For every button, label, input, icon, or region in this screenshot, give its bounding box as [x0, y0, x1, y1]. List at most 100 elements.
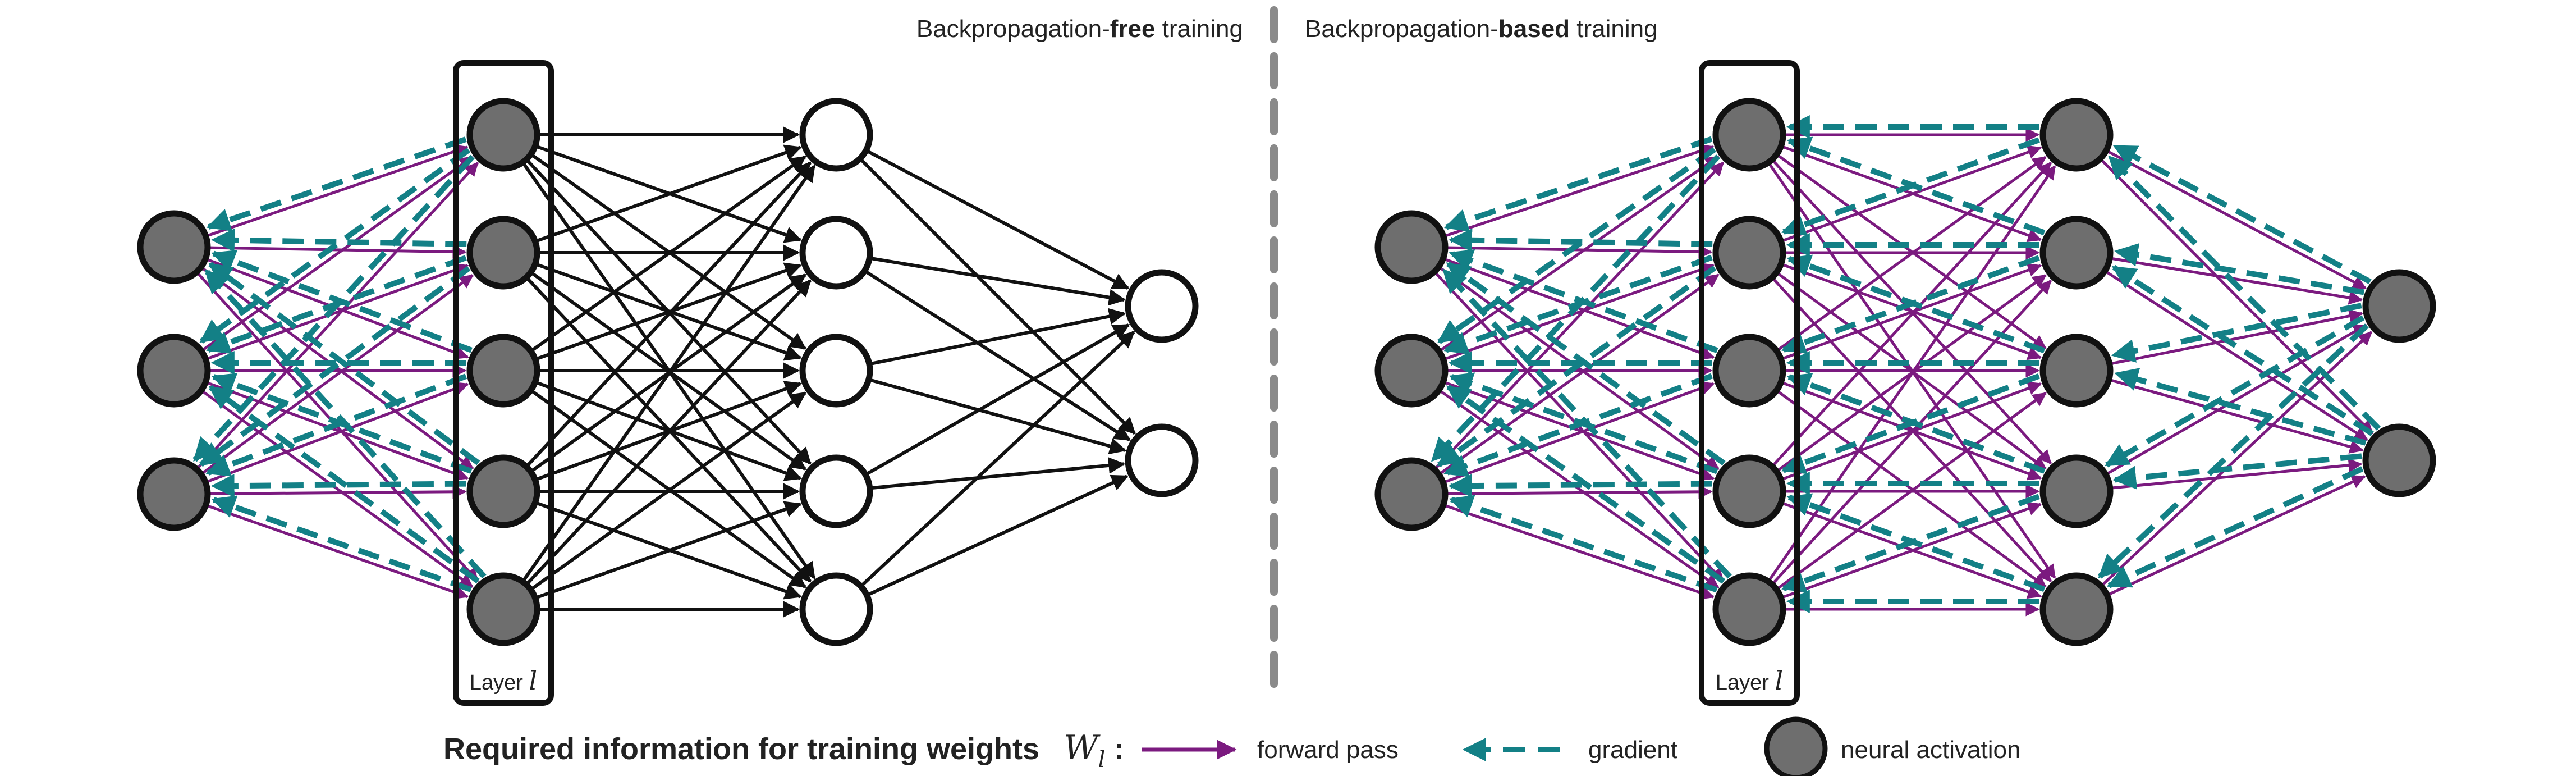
left-edge-2-3-0	[865, 323, 1130, 476]
left-gradient-0-3-0	[208, 262, 480, 465]
left-edge-1-1-0	[535, 144, 802, 243]
left-edge-2-3-1	[870, 457, 1126, 490]
right-edge-0-0-1	[1446, 244, 1713, 259]
left-node-0-0	[137, 210, 211, 284]
left-gradient-0-4-2	[211, 495, 472, 592]
legend-colon: :	[1114, 732, 1124, 766]
right-edge-1-4-3	[1781, 501, 2042, 599]
right-edge-2-0-0	[2106, 149, 2367, 290]
left-title: Backpropagation-free training	[916, 15, 1243, 43]
left-edge-1-2-0	[530, 155, 806, 352]
right-edge-1-3-0	[1772, 162, 2052, 467]
right-edge-1-1-0	[1781, 145, 2042, 243]
left-edge-1-2-1	[535, 262, 802, 361]
left-edge-0-2-3	[208, 485, 467, 499]
legend-required-text: Required information for training weight…	[443, 732, 1039, 766]
left-node-0-1	[137, 334, 211, 408]
left-edge-2-4-1	[867, 474, 1129, 596]
right-edge-2-2-1	[2110, 378, 2364, 454]
right-node-1-3	[1712, 454, 1786, 528]
left-gradient-0-0-1	[199, 147, 471, 344]
right-node-2-0	[2039, 98, 2114, 172]
right-edge-1-4-2	[1776, 392, 2047, 590]
right-nodes	[1374, 98, 2436, 646]
right-edge-0-0-0	[1444, 144, 1715, 238]
right-node-2-2	[2039, 334, 2114, 408]
left-network	[137, 98, 1199, 646]
right-gradient-0-1-2	[1437, 265, 1717, 467]
right-gradient-2-1-2	[2114, 368, 2367, 446]
right-edge-0-1-0	[1439, 155, 1720, 352]
left-gradient-edges	[192, 136, 487, 592]
right-edge-0-2-2	[1443, 381, 1715, 484]
right-gradient-0-0-2	[1431, 154, 1721, 462]
right-gradient-2-1-1	[2111, 264, 2374, 436]
right-edge-2-4-1	[2107, 475, 2366, 596]
left-node-3-0	[1125, 269, 1199, 343]
right-gradient-0-4-2	[1449, 495, 1718, 593]
left-node-1-2	[466, 334, 540, 408]
left-gradient-0-0-0	[206, 136, 467, 231]
right-node-2-3	[2039, 454, 2114, 528]
right-node-0-0	[1374, 210, 1449, 284]
right-gradient-2-1-4	[2106, 466, 2364, 588]
right-edge-0-2-0	[1434, 161, 1725, 470]
right-edge-0-2-1	[1438, 273, 1720, 475]
left-edge-0-2-2	[206, 382, 469, 483]
left-node-2-3	[799, 454, 873, 528]
left-node-3-1	[1125, 423, 1199, 497]
left-layer-label: Layer l	[470, 665, 537, 696]
right-gradient-1-1-0	[1786, 136, 2046, 236]
right-edge-2-1-1	[2105, 270, 2368, 441]
right-node-2-1	[2039, 216, 2114, 290]
left-node-1-1	[466, 216, 540, 290]
right-gradient-2-1-3	[2112, 453, 2362, 490]
left-edge-1-4-1	[526, 279, 812, 585]
right-edge-1-4-1	[1772, 280, 2052, 585]
right-gradient-0-1-0	[1449, 228, 1713, 252]
right-edge-1-2-0	[1776, 156, 2047, 352]
left-gradient-0-1-2	[199, 266, 471, 467]
legend-weight-symbol: Wl	[1064, 728, 1105, 773]
legend-gradient-label: gradient	[1588, 736, 1677, 764]
left-edge-1-4-0	[522, 165, 816, 582]
left-node-2-2	[799, 334, 873, 408]
right-node-1-4	[1712, 572, 1786, 646]
left-node-0-2	[137, 457, 211, 531]
left-gradient-0-0-2	[192, 154, 475, 462]
left-edge-0-2-1	[201, 274, 474, 475]
right-edge-2-3-0	[2106, 323, 2368, 476]
right-network	[1374, 98, 2436, 646]
left-edge-0-0-0	[206, 144, 469, 238]
right-gradient-0-3-0	[1446, 261, 1726, 466]
left-edge-0-1-1	[206, 263, 469, 360]
right-node-1-1	[1712, 216, 1786, 290]
left-node-1-4	[466, 572, 540, 646]
right-node-1-0	[1712, 98, 1786, 172]
right-edge-0-2-3	[1446, 485, 1713, 499]
left-edge-0-1-0	[201, 156, 474, 352]
right-layer-label: Layer l	[1716, 665, 1783, 696]
right-gradient-2-0-2	[2111, 303, 2362, 363]
right-edge-0-0-3	[1438, 266, 1720, 471]
right-gradient-0-4-1	[1446, 384, 1726, 584]
left-gradient-0-1-0	[211, 228, 467, 252]
legend-activation-node	[1764, 716, 1828, 776]
right-gradient-0-3-2	[1448, 474, 1712, 498]
left-layer-box	[453, 60, 554, 706]
right-node-2-4	[2039, 572, 2114, 646]
right-node-3-1	[2362, 423, 2436, 497]
right-edge-2-2-0	[2110, 309, 2363, 366]
right-edge-0-1-1	[1443, 263, 1715, 360]
right-layer-box	[1699, 60, 1800, 706]
left-gradient-0-4-0	[204, 268, 487, 579]
right-gradient-0-4-0	[1442, 268, 1732, 579]
right-title: Backpropagation-based training	[1305, 15, 1658, 43]
right-edge-1-2-4	[1776, 390, 2047, 588]
right-gradient-2-0-3	[2105, 315, 2365, 468]
left-node-1-3	[466, 454, 540, 528]
left-edge-2-4-0	[860, 331, 1135, 587]
right-edge-1-2-1	[1781, 263, 2042, 360]
legend-activation-label: neural activation	[1841, 736, 2020, 764]
